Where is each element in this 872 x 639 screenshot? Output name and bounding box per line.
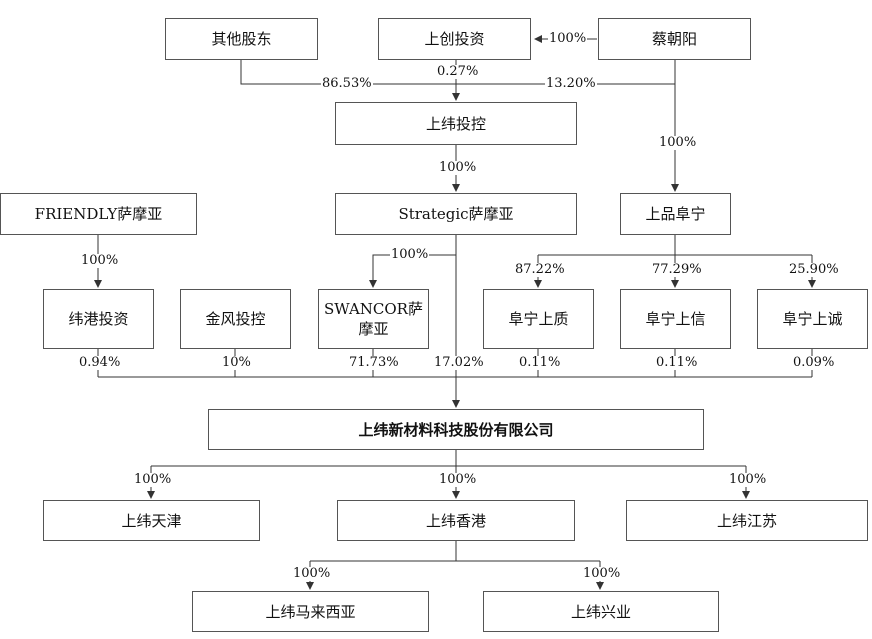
pct-hongkong-to-malaysia: 100% [292,566,332,581]
pct-cai-to-shangpin: 100% [658,135,698,150]
pct-company-to-tianjin: 100% [133,472,173,487]
entity-jinfeng-holding: 金风投控 [180,289,291,349]
entity-shangwei-malaysia: 上纬马来西亚 [192,591,429,632]
entity-shangwei-xingye: 上纬兴业 [483,591,719,632]
entity-label: 上创投资 [424,30,485,48]
entity-label: 上纬新材料科技股份有限公司 [358,420,554,439]
pct-shangzhi-to-company: 0.11% [518,355,562,370]
entity-label: 上纬天津 [121,511,182,530]
entity-funing-shangzhi: 阜宁上质 [483,289,594,349]
entity-label: 蔡朝阳 [651,30,697,48]
pct-swancor-to-company: 71.73% [348,355,400,370]
pct-cai-to-shangchuang: 100% [548,31,588,46]
entity-label: 上纬投控 [425,114,486,133]
entity-cai-chaoyang: 蔡朝阳 [598,18,751,60]
entity-shangwei-tianjin: 上纬天津 [43,500,260,541]
pct-company-to-jiangsu: 100% [728,472,768,487]
entity-funing-shangxin: 阜宁上信 [620,289,731,349]
entity-label: 阜宁上质 [508,310,569,328]
entity-label: 其他股东 [211,30,272,48]
entity-label: 阜宁上诚 [782,310,843,328]
entity-shangwei-hongkong: 上纬香港 [337,500,575,541]
entity-shangwei-holding: 上纬投控 [335,102,577,145]
entity-label: FRIENDLY萨摩亚 [34,205,163,223]
entity-funing-shangcheng: 阜宁上诚 [757,289,868,349]
entity-label: Strategic萨摩亚 [398,205,514,223]
entity-swancor-samoa: SWANCOR萨摩亚 [318,289,429,349]
entity-friendly-samoa: FRIENDLY萨摩亚 [0,193,197,235]
pct-strategic-to-company: 17.02% [433,355,485,370]
entity-label: 阜宁上信 [645,310,706,328]
pct-jinfeng-to-company: 10% [221,355,252,370]
pct-other-to-holding: 86.53% [321,76,373,91]
pct-shangpin-to-shangzhi: 87.22% [514,262,566,277]
pct-shangpin-to-shangcheng: 25.90% [788,262,840,277]
pct-company-to-hongkong: 100% [438,472,478,487]
entity-label: SWANCOR萨摩亚 [324,300,423,338]
entity-label: 纬港投资 [68,310,129,328]
entity-main-company: 上纬新材料科技股份有限公司 [208,409,704,450]
entity-label: 上纬马来西亚 [265,602,356,621]
entity-shangchuang-investment: 上创投资 [378,18,531,60]
entity-label: 上纬兴业 [570,602,631,621]
pct-shangpin-to-shangxin: 77.29% [651,262,703,277]
pct-hongkong-to-xingye: 100% [582,566,622,581]
pct-friendly-to-weigang: 100% [80,253,120,268]
entity-label: 上品阜宁 [645,205,706,223]
entity-weigang-investment: 纬港投资 [43,289,154,349]
pct-cai-to-holding: 13.20% [545,76,597,91]
entity-shangwei-jiangsu: 上纬江苏 [626,500,868,541]
entity-other-shareholders: 其他股东 [165,18,318,60]
entity-shangpin-funing: 上品阜宁 [620,193,731,235]
pct-shangxin-to-company: 0.11% [655,355,699,370]
entity-label: 上纬香港 [425,511,486,530]
pct-shangchuang-to-holding: 0.27% [436,64,480,79]
entity-label: 上纬江苏 [716,511,777,530]
pct-shangcheng-to-company: 0.09% [792,355,836,370]
pct-holding-to-strategic: 100% [438,160,478,175]
entity-strategic-samoa: Strategic萨摩亚 [335,193,577,235]
pct-strategic-to-swancor: 100% [390,247,430,262]
entity-label: 金风投控 [205,310,266,328]
pct-weigang-to-company: 0.94% [78,355,122,370]
